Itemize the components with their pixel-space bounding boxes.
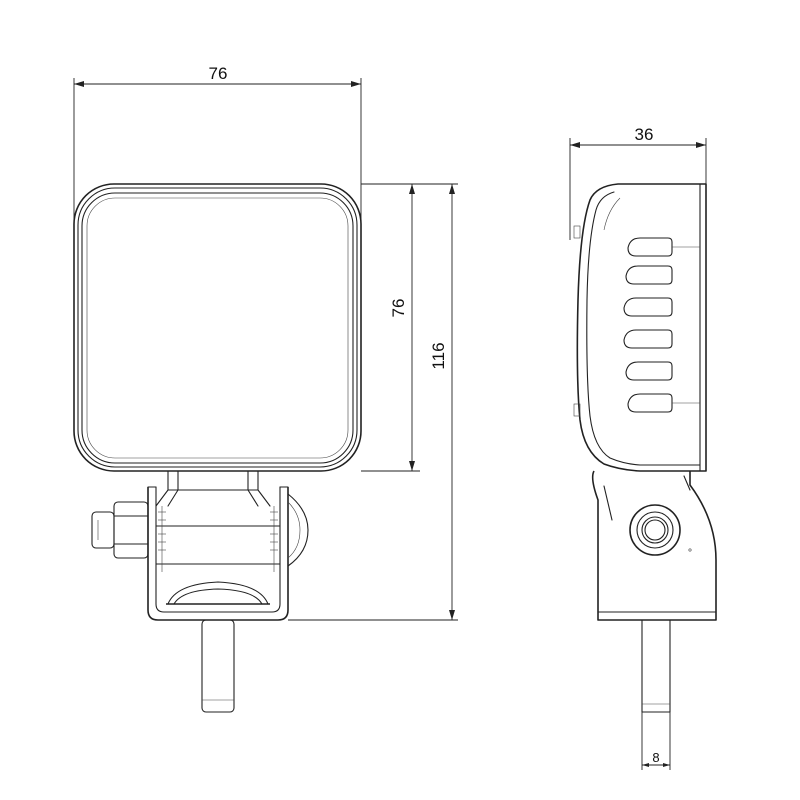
front-hex-nut	[91, 501, 149, 559]
front-mount-stud	[201, 619, 235, 713]
front-head-height-label: 76	[389, 299, 408, 318]
front-bracket-stems	[155, 470, 271, 507]
front-width-dimension	[73, 78, 362, 230]
side-housing	[573, 183, 707, 472]
front-width-label: 76	[209, 64, 228, 83]
side-depth-dimension	[569, 138, 707, 240]
side-stud-dimension	[641, 712, 671, 770]
front-total-height-label: 116	[429, 342, 448, 369]
front-base-washer	[166, 581, 270, 605]
side-bracket	[591, 470, 717, 621]
side-depth-label: 36	[635, 125, 654, 144]
front-head-height-dimension	[361, 183, 420, 472]
front-total-height-dimension	[288, 183, 458, 621]
front-right-dome	[287, 493, 309, 567]
front-housing	[73, 183, 362, 472]
side-cooling-fins	[623, 237, 700, 413]
front-view: 76 76 116	[73, 64, 458, 713]
side-pivot-bolt	[629, 504, 681, 556]
side-view: 36 8	[569, 125, 717, 770]
side-mount-stud	[641, 619, 671, 713]
front-u-bracket	[147, 486, 289, 621]
side-stud-label: 8	[652, 750, 659, 765]
